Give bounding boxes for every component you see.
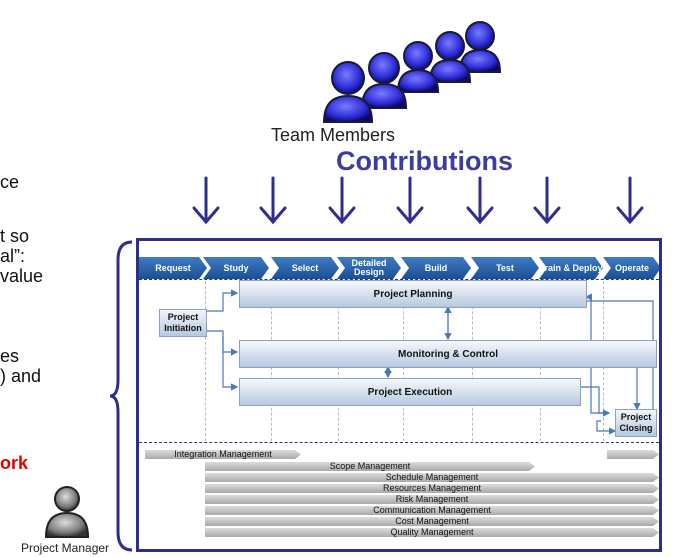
down-arrow-icon — [466, 176, 494, 225]
phase-study: Study — [203, 257, 269, 279]
knowledge-quality: Quality Management — [205, 528, 659, 537]
knowledge-integration: Integration Management — [145, 450, 301, 459]
down-arrow-icon — [259, 176, 287, 225]
down-arrow-icon — [328, 176, 356, 225]
monitoring-control-box: Monitoring & Control — [239, 340, 657, 368]
contributions-title: Contributions — [336, 146, 513, 176]
knowledge-divider — [139, 442, 659, 443]
knowledge-communication: Communication Management — [205, 506, 659, 515]
knowledge-cost: Cost Management — [205, 517, 659, 526]
left-text-line-2: t so — [0, 226, 30, 246]
left-text-line-3: al”: — [0, 246, 26, 266]
phase-operate: Operate — [603, 257, 661, 279]
top-divider — [139, 279, 659, 280]
phase-request: Request — [139, 257, 207, 279]
team-members-icon — [322, 21, 502, 123]
contribution-arrows — [192, 176, 644, 225]
knowledge-schedule: Schedule Management — [205, 473, 659, 482]
project-planning-box: Project Planning — [239, 280, 587, 308]
phase-row: Request Study Select Detailed Design Bui… — [139, 257, 659, 279]
phase-test: Test — [471, 257, 539, 279]
left-text-line-5: es — [0, 346, 20, 366]
project-manager-label: Project Manager — [21, 541, 110, 555]
left-text-line-4: value — [0, 266, 44, 286]
knowledge-risk: Risk Management — [205, 495, 659, 504]
left-text-line-6: ) and — [0, 366, 42, 386]
phase-select: Select — [271, 257, 339, 279]
project-execution-box: Project Execution — [239, 378, 581, 406]
left-text-line-red: ork — [0, 453, 29, 473]
knowledge-integration-end — [607, 450, 659, 459]
phase-train-deploy: Train & Deploy — [539, 257, 603, 279]
project-manager-icon — [44, 486, 90, 538]
left-brace — [109, 240, 133, 552]
left-text-line-1: ce — [0, 172, 20, 192]
project-closing-box: Project Closing — [615, 409, 657, 437]
project-lifecycle-diagram: Request Study Select Detailed Design Bui… — [136, 238, 662, 552]
team-members-label: Team Members — [271, 125, 396, 145]
phase-build: Build — [401, 257, 471, 279]
down-arrow-icon — [616, 176, 644, 225]
down-arrow-icon — [192, 176, 220, 225]
knowledge-resources: Resources Management — [205, 484, 659, 493]
knowledge-scope: Scope Management — [205, 462, 535, 471]
down-arrow-icon — [533, 176, 561, 225]
phase-divider — [205, 281, 206, 441]
phase-detailed-design: Detailed Design — [337, 257, 401, 279]
project-initiation-box: Project Initiation — [159, 309, 207, 337]
down-arrow-icon — [396, 176, 424, 225]
